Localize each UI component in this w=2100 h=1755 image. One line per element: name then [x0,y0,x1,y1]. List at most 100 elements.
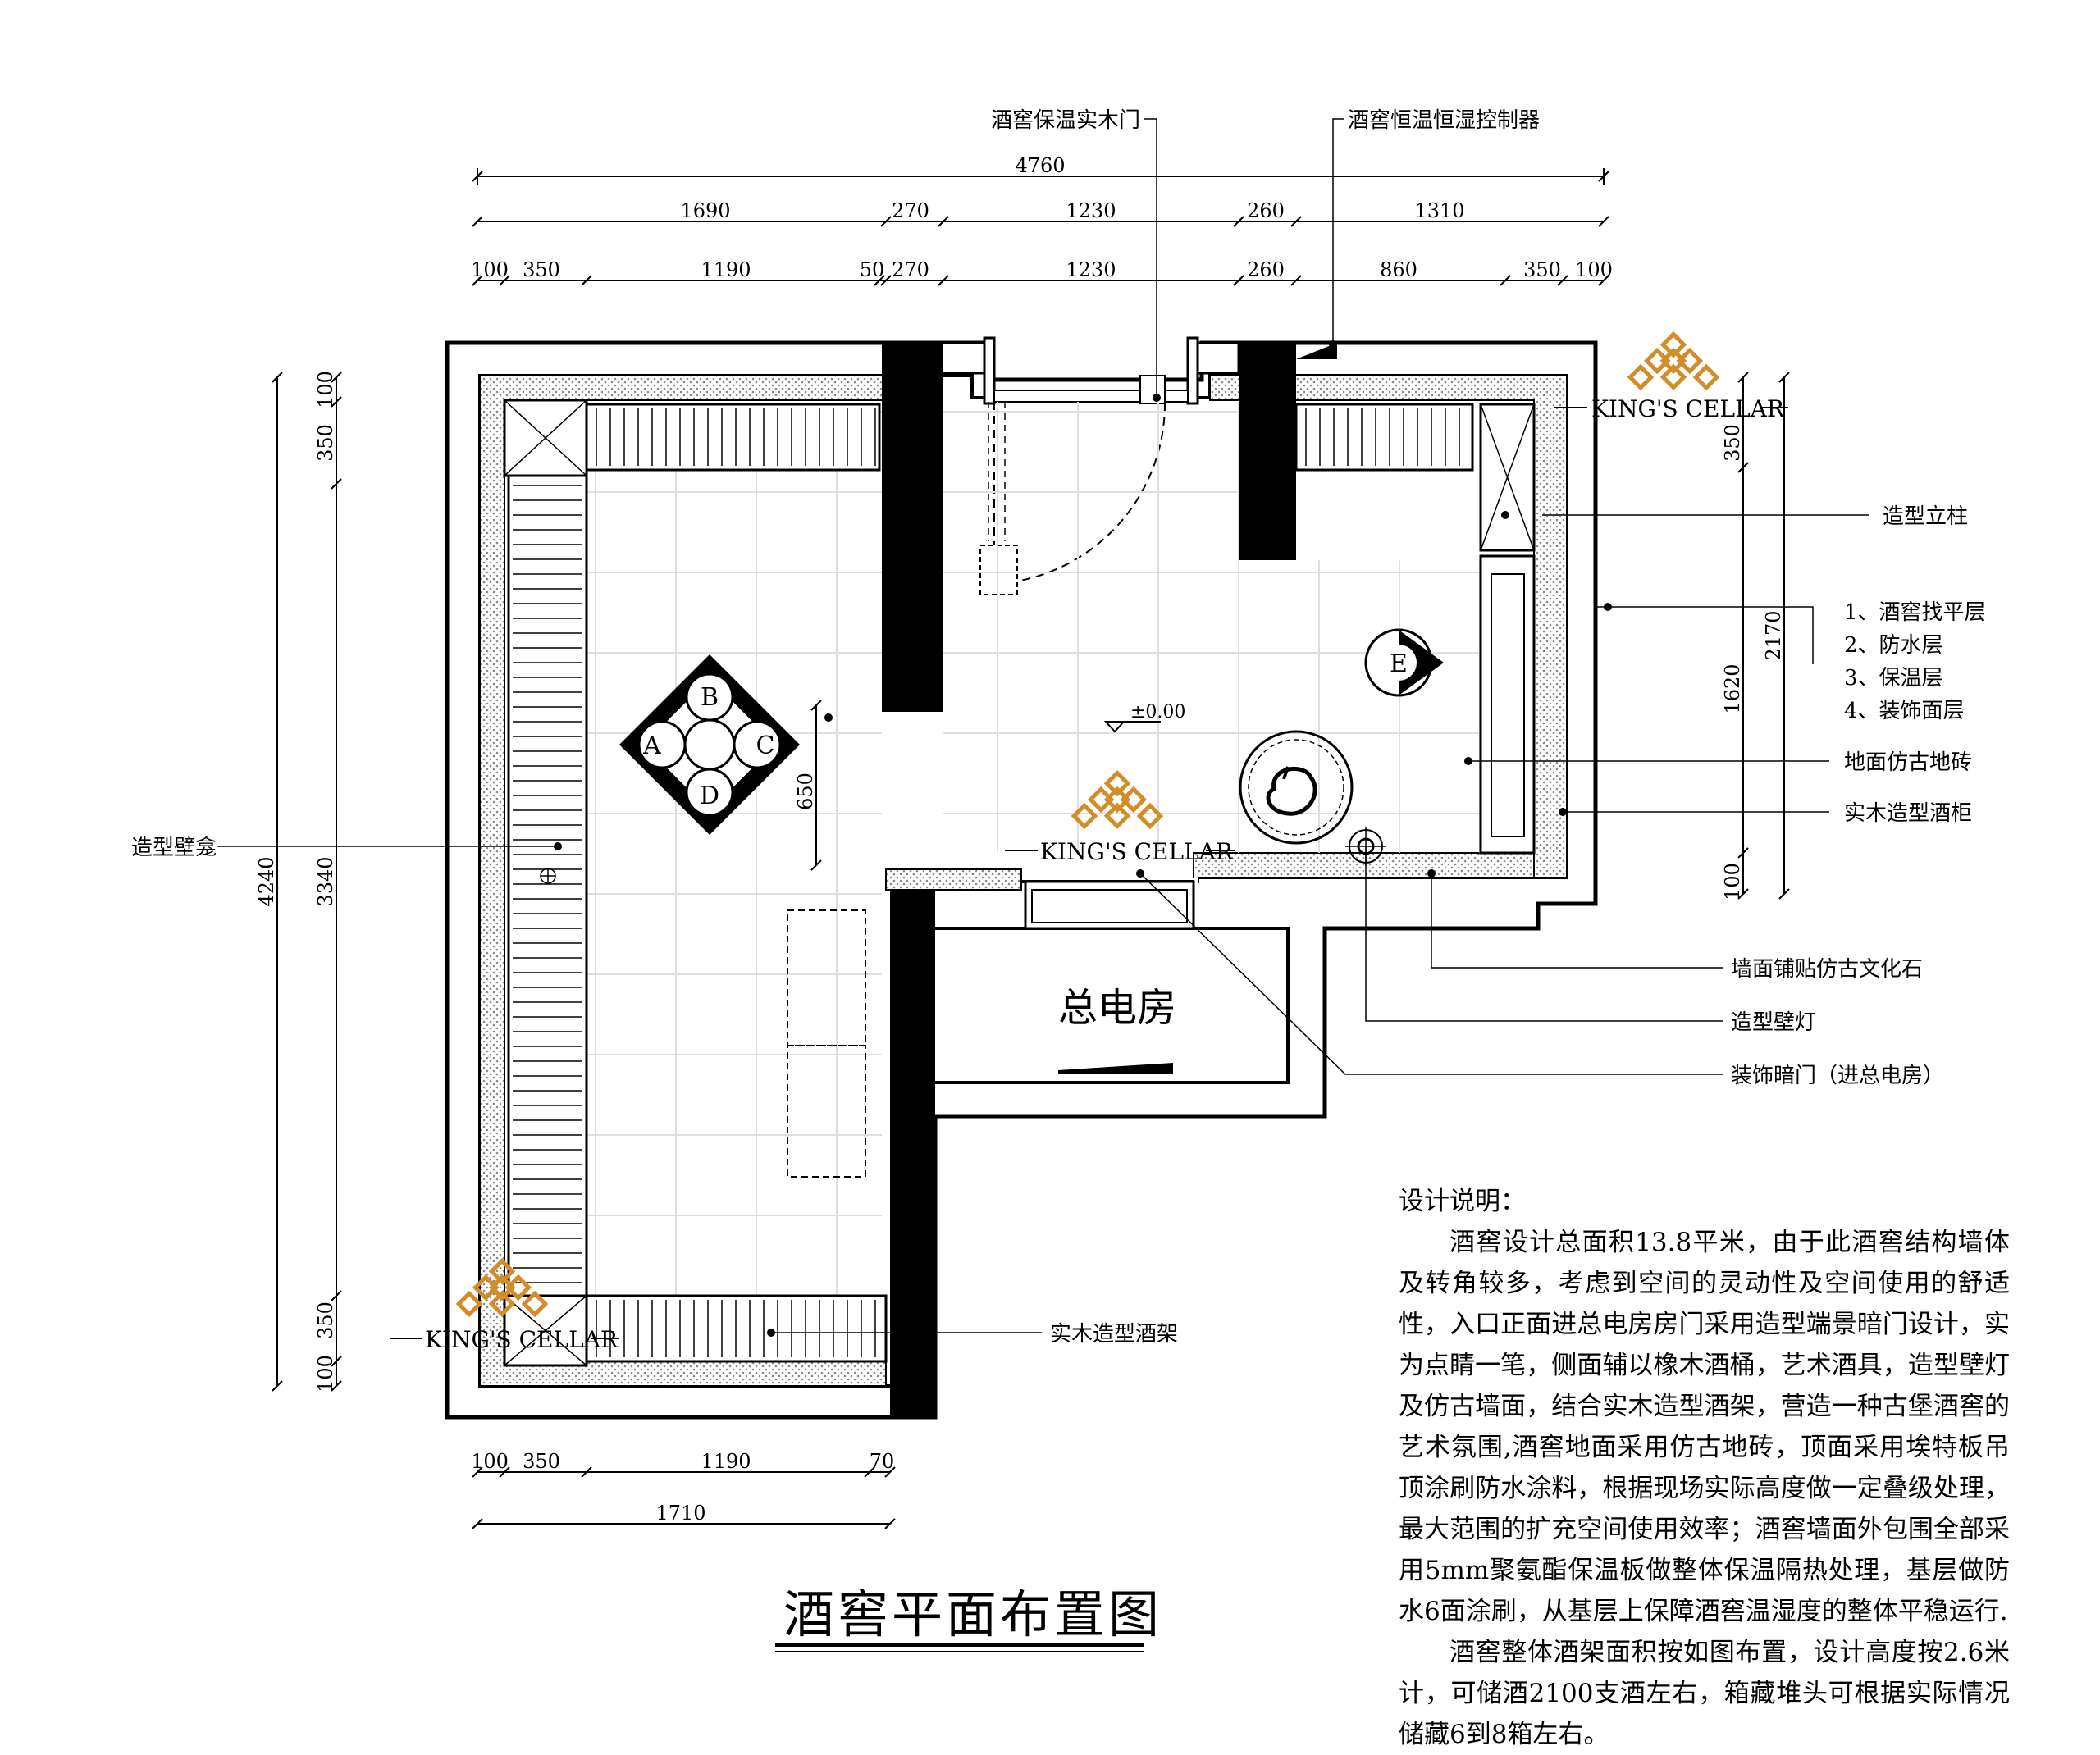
dim-tick-top-row2 [581,275,592,286]
callout-hidden-door: 装饰暗门（进总电房） [1731,1064,1944,1088]
dim-tick-table-gap [810,700,822,711]
notes-heading: 设计说明： [1399,1187,1526,1216]
design-notes: 设计说明： 酒窖设计总面积13.8平米，由于此酒窖结构墙体及转角较多，考虑到空间… [1399,1181,2010,1755]
dimension-lines [276,168,1785,1525]
dim-left-inner-2: 3340 [314,856,337,906]
dim-top-row2-7: 860 [1380,258,1418,281]
callout-column: 造型立柱 [1883,504,1968,529]
dim-tick-right-outer [1778,372,1790,383]
dim-top-total: 4760 [1015,154,1065,177]
callout-layer-1: 1、酒窖找平层 [1844,600,1986,625]
dim-tick-right-outer [1778,888,1790,900]
dim-top-row1-2: 1230 [1066,199,1116,222]
callout-layer-4: 4、装饰面层 [1844,699,1965,723]
dim-top-row2-4: 270 [892,258,929,281]
rack-slats [513,408,1460,1357]
dim-top-row1-0: 1690 [680,199,730,222]
dim-bottom-0: 100 [471,1450,509,1473]
dim-tick-top-total [1598,171,1609,182]
dim-tick-right-inner [1737,888,1749,900]
dim-tick-left-inner [331,1380,342,1392]
dim-tick-bottom [472,1466,483,1478]
dim-left-inner-0: 100 [314,371,337,408]
callout-leaders [217,118,1869,1333]
dim-tick-top-row1 [1598,216,1609,227]
dim-bottom-2: 1190 [701,1450,751,1473]
dim-tick-top-row2 [499,275,510,286]
dim-tick-table-gap [810,859,822,871]
dim-top-row1-4: 1310 [1414,199,1464,222]
dim-top-row1-1: 270 [892,199,929,222]
dim-top-row2-6: 260 [1247,258,1285,281]
dim-tick-top-row2 [1557,275,1568,286]
dim-top-row2-1: 350 [523,258,560,281]
dim-tick-left-outer [272,1380,283,1392]
dim-bottom-3: 70 [870,1450,895,1473]
title-underline-thin [775,1651,1144,1652]
title-underline [775,1643,1144,1647]
cellar-walls [445,336,1598,1420]
elevation-marker: E [1364,628,1444,697]
dim-tick-top-row1 [1233,216,1244,227]
dim-left-inner-1: 350 [314,424,337,462]
brand-text-center: KING'S CELLAR [1040,838,1234,865]
dim-right-inner-1: 1620 [1721,663,1744,713]
dim-tick-right-inner [1737,847,1749,859]
dim-tick-top-row2 [1290,275,1302,286]
dim-top-row2-8: 350 [1523,258,1561,281]
dim-tick-bottom [864,1466,875,1478]
callout-rack: 实木造型酒架 [1050,1322,1178,1347]
dim-top-row2-5: 1230 [1066,258,1116,281]
brand-logo-center: KING'S CELLAR [1005,773,1235,865]
dim-tick-left-inner [331,1356,342,1367]
elevation-marker-label: E [1390,650,1408,678]
dim-left-inner-3: 350 [314,1301,337,1339]
dim-table-gap: 650 [794,773,817,810]
brand-text-bottom-left: KING'S CELLAR [425,1326,619,1353]
dim-tick-top-row2 [1500,275,1511,286]
dim-tick-top-row1 [472,216,483,227]
callout-layer-3: 3、保温层 [1844,666,1943,691]
dim-tick-top-row2 [874,275,885,286]
dim-tick-right-inner [1737,372,1749,383]
callout-floor-tile: 地面仿古地砖 [1844,750,1972,775]
callout-door: 酒窖保温实木门 [991,108,1140,133]
dim-tick-top-row2 [472,275,483,286]
dim-tick-left-outer [272,372,283,383]
table-marker-a: A [642,732,661,760]
floor-tiles [587,402,1481,1361]
dim-tick-bottom [884,1466,896,1478]
notes-paragraph-2: 酒窖整体酒架面积按如图布置，设计高度按2.6米计，可储酒2100支酒左右，箱藏堆… [1399,1638,2010,1749]
dim-tick-left-inner [331,372,342,383]
dim-top-row2-0: 100 [471,258,509,281]
brand-logo-bottom-left: KING'S CELLAR [390,1260,619,1353]
dim-tick-bottom [581,1466,592,1478]
notes-paragraph-1: 酒窖设计总面积13.8平米，由于此酒窖结构墙体及转角较多，考虑到空间的灵动性及空… [1399,1228,2010,1626]
dim-tick-bottom [499,1466,510,1478]
dim-right-outer: 2170 [1762,610,1785,660]
barrel-decor [1239,730,1354,845]
dim-right-inner-2: 100 [1721,863,1744,900]
dim-left-inner-4: 100 [314,1355,337,1393]
dim-tick-top-row2 [1598,275,1609,286]
floor-level-text: ±0.00 [1130,702,1185,723]
floor-plan-drawing: B C D A E ±0.00 总电房 KING'S CELLAR [131,108,1986,1529]
dim-bottom-1: 350 [523,1450,560,1473]
dim-tick-bottom-total [884,1518,896,1529]
floor-level-marker: ±0.00 [1103,702,1185,733]
dim-bottom-total: 1710 [655,1502,705,1525]
dim-tick-top-row2 [938,275,949,286]
dim-tick-left-inner [331,396,342,408]
wine-racks [503,399,1536,1367]
dim-top-row2-3: 50 [860,258,885,281]
dim-left-outer: 4240 [255,856,278,906]
callout-wall-stone: 墙面铺贴仿古文化石 [1731,957,1923,982]
callout-dots [554,340,1612,1337]
dim-tick-top-row1 [938,216,949,227]
tasting-table: B C D A [619,654,800,835]
callout-wall-lamp: 造型壁灯 [1731,1010,1816,1035]
table-marker-c: C [756,732,775,760]
dim-tick-top-row2 [1233,275,1244,286]
callout-cabinet: 实木造型酒柜 [1844,801,1972,826]
brand-logo-top-right: KING'S CELLAR [1554,334,1788,422]
